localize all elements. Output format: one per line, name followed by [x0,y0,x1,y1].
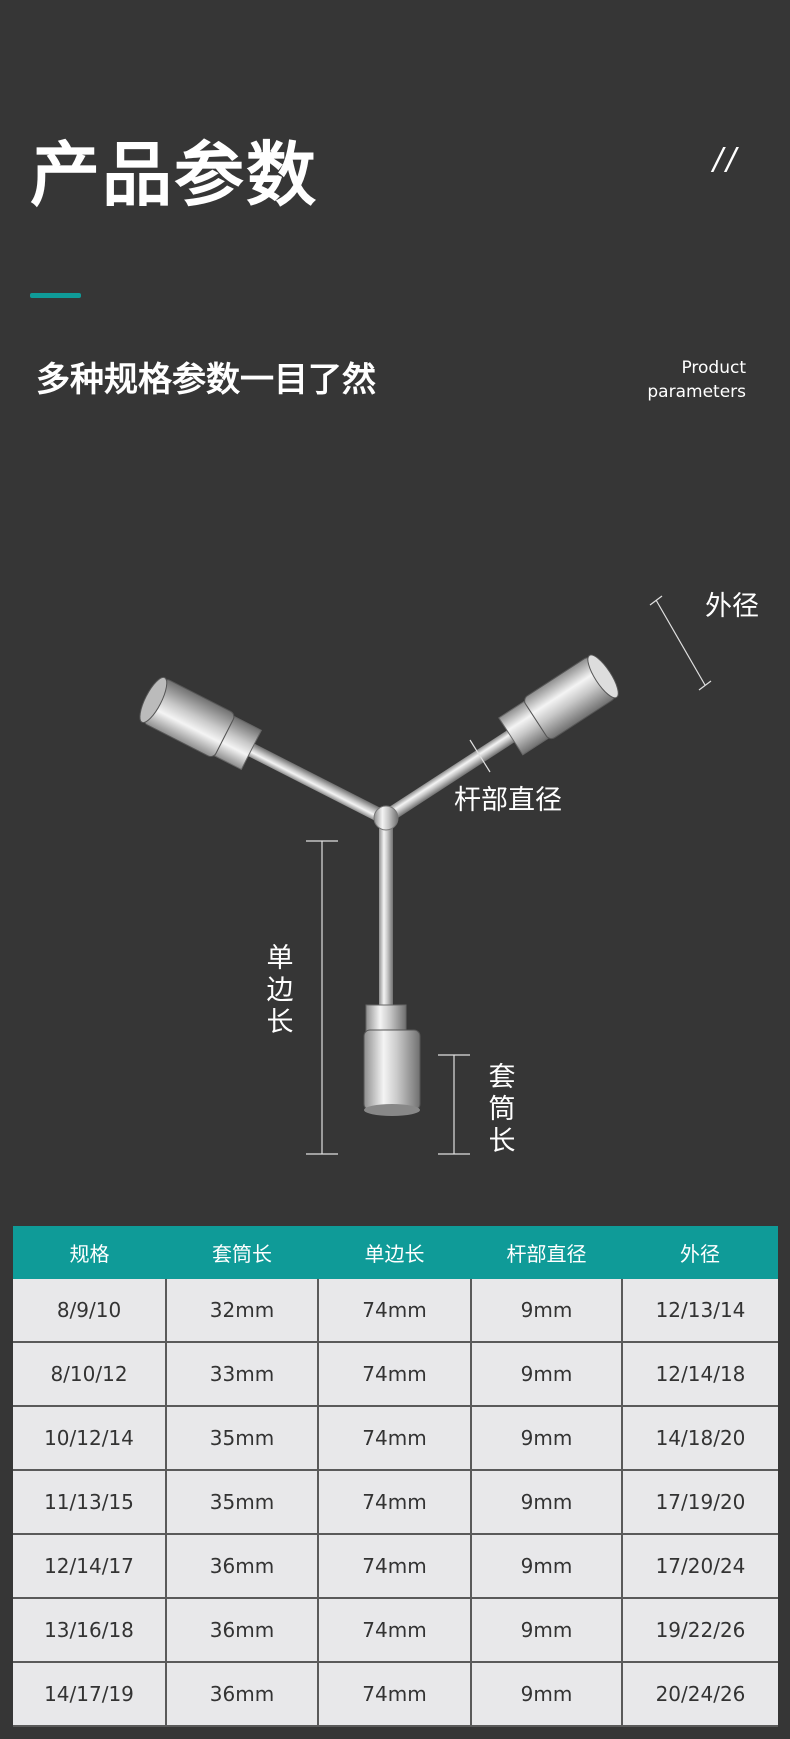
table-cell: 12/14/18 [622,1342,778,1407]
table-cell: 32mm [166,1279,319,1343]
table-cell: 14/17/19 [13,1662,167,1727]
header-socket-length: 套筒长 [166,1226,318,1279]
english-caption: Product parameters [647,356,746,404]
decorative-slashes: // [713,142,740,177]
table-cell: 8/10/12 [13,1342,167,1407]
english-caption-line1: Product [681,358,746,378]
table-cell: 13/16/18 [13,1598,167,1663]
table-cell: 12/14/17 [13,1534,167,1599]
right-arm [381,654,619,824]
table-cell: 35mm [166,1470,319,1535]
left-arm [139,676,389,825]
table-header-row: 规格 套筒长 单边长 杆部直径 外径 [13,1226,778,1279]
table-cell: 9mm [471,1598,623,1663]
page-title: 产品参数 [30,134,318,216]
table-cell: 17/20/24 [622,1534,778,1599]
table-cell: 74mm [318,1406,472,1471]
table-cell: 74mm [318,1342,472,1407]
vertical-socket [363,1029,421,1111]
table-cell: 9mm [471,1279,623,1343]
table-cell: 74mm [318,1662,472,1727]
label-outer-diameter: 外径 [705,591,759,622]
table-cell: 74mm [318,1279,472,1343]
table-cell: 9mm [471,1342,623,1407]
table-cell: 17/19/20 [622,1470,778,1535]
table-cell: 36mm [166,1598,319,1663]
table-cell: 14/18/20 [622,1406,778,1471]
table-cell: 9mm [471,1534,623,1599]
table-cell: 35mm [166,1406,319,1471]
table-cell: 19/22/26 [622,1598,778,1663]
label-rod-diameter: 杆部直径 [454,785,562,816]
header-rod-diameter: 杆部直径 [471,1226,622,1279]
table-cell: 9mm [471,1406,623,1471]
table-cell: 74mm [318,1598,472,1663]
table-cell: 36mm [166,1662,319,1727]
table-cell: 10/12/14 [13,1406,167,1471]
table-cell: 8/9/10 [13,1279,167,1343]
table-cell: 11/13/15 [13,1470,167,1535]
table-cell: 33mm [166,1342,319,1407]
product-diagram: 外径 杆部直径 单边长 套筒长 [0,560,790,1180]
dimension-lines [306,595,712,1155]
table-cell: 36mm [166,1534,319,1599]
label-side-length: 单边长 [266,943,294,1038]
page-subtitle: 多种规格参数一目了然 [36,360,376,400]
table-cell: 20/24/26 [622,1662,778,1727]
header-outer-diameter: 外径 [622,1226,778,1279]
y-wrench-illustration [139,595,712,1155]
vertical-hex [365,1004,407,1034]
table-cell: 12/13/14 [622,1279,778,1343]
accent-bar [30,293,81,298]
table-cell: 74mm [318,1534,472,1599]
table-cell: 9mm [471,1662,623,1727]
label-socket-length: 套筒长 [488,1062,516,1157]
table-cell: 9mm [471,1470,623,1535]
header-spec: 规格 [13,1226,166,1279]
header-side-length: 单边长 [318,1226,471,1279]
vertical-stem [379,818,393,1008]
english-caption-line2: parameters [647,382,746,402]
table-cell: 74mm [318,1470,472,1535]
